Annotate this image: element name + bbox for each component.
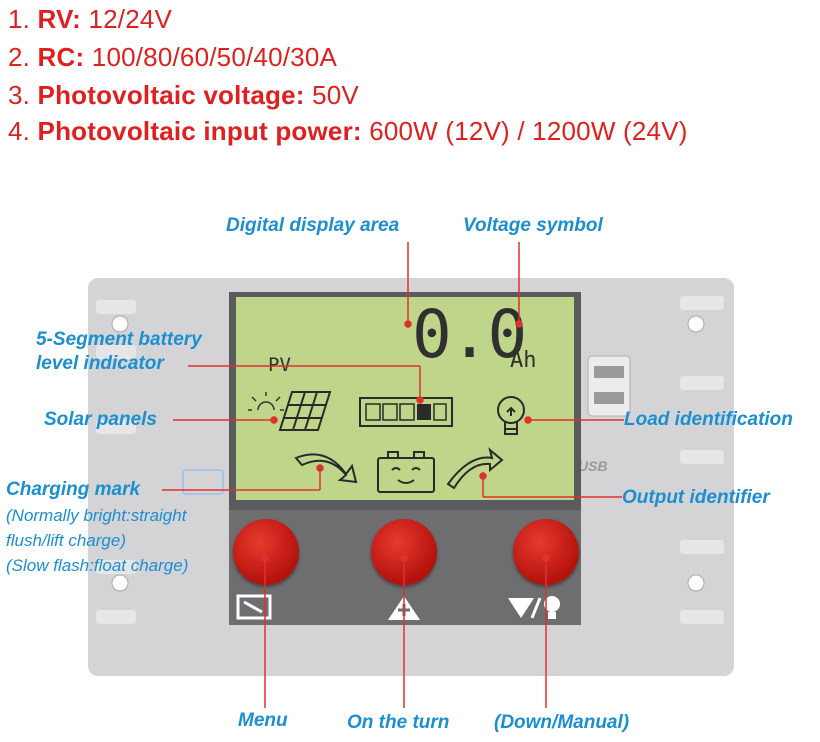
solar-panel-icon <box>278 391 332 431</box>
callout-charging-note-1: (Normally bright:straight <box>6 506 187 525</box>
callout-charging-mark: Charging mark <box>6 479 141 500</box>
spec-label: Photovoltaic voltage: <box>37 80 305 110</box>
spec-label: RV: <box>37 4 82 34</box>
callout-battery-indicator-2: level indicator <box>36 353 164 374</box>
load-bulb-icon <box>497 396 525 435</box>
right-vent-ribs <box>680 296 724 624</box>
sun-icon <box>248 392 284 411</box>
battery-face-icon <box>377 451 435 493</box>
callout-digital-display: Digital display area <box>226 215 400 236</box>
left-vent-ribs <box>96 300 136 624</box>
spec-label: Photovoltaic input power: <box>37 116 362 146</box>
spec-line-2: 2. RC: 100/80/60/50/40/30A <box>8 42 337 73</box>
spec-value: 12/24V <box>88 4 173 34</box>
callout-load-identification: Load identification <box>624 409 793 430</box>
spec-label: RC: <box>37 42 85 72</box>
callout-charging-note-3: (Slow flash:float charge) <box>6 556 189 575</box>
spec-number: 1. <box>8 4 31 34</box>
spec-line-3: 3. Photovoltaic voltage: 50V <box>8 80 359 111</box>
lcd-reading: 0.0 <box>412 296 527 373</box>
callout-solar-panels: Solar panels <box>44 409 157 430</box>
spec-line-4: 4. Photovoltaic input power: 600W (12V) … <box>8 116 688 147</box>
menu-icon <box>236 594 272 620</box>
spec-value: 50V <box>312 80 359 110</box>
screw-holes <box>111 315 705 592</box>
callout-down-manual: (Down/Manual) <box>494 712 630 733</box>
down-bulb-icon <box>508 596 560 619</box>
output-arrow-icon <box>446 447 504 490</box>
battery-level-icon <box>359 397 453 427</box>
callout-menu: Menu <box>238 710 288 731</box>
callout-voltage-symbol: Voltage symbol <box>463 215 603 236</box>
led-indicator <box>182 469 224 495</box>
callout-on-the-turn: On the turn <box>347 712 450 733</box>
menu-button[interactable] <box>233 519 299 585</box>
charging-arrow-icon <box>294 453 358 484</box>
lcd-pv-label: PV <box>268 354 291 376</box>
spec-number: 3. <box>8 80 31 110</box>
lcd-unit: Ah <box>510 348 537 373</box>
callout-charging-note-2: flush/lift charge) <box>6 531 126 550</box>
spec-number: 4. <box>8 116 31 146</box>
callout-output-identifier: Output identifier <box>622 487 770 508</box>
callout-battery-indicator-1: 5-Segment battery <box>36 329 202 350</box>
spec-line-1: 1. RV: 12/24V <box>8 4 172 35</box>
spec-number: 2. <box>8 42 31 72</box>
usb-label: USB <box>578 458 608 474</box>
spec-value: 100/80/60/50/40/30A <box>91 42 338 72</box>
spec-value: 600W (12V) / 1200W (24V) <box>369 116 688 146</box>
